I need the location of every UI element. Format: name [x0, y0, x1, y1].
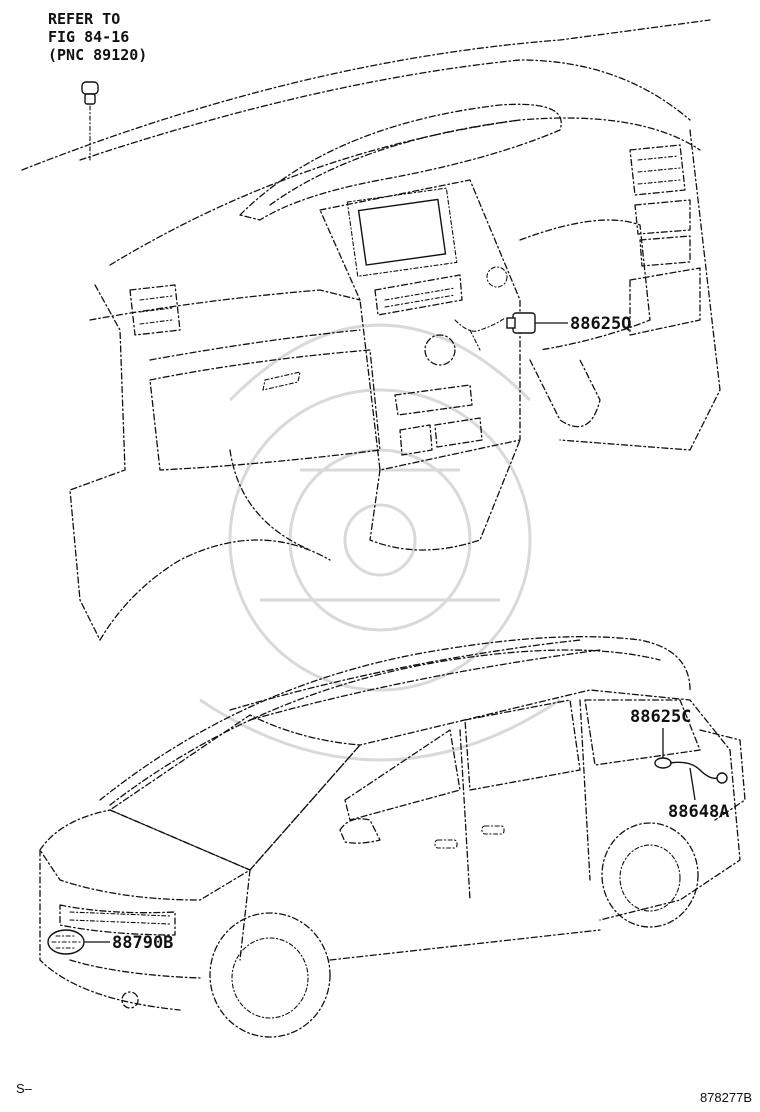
reference-note-line1: REFER TO [48, 10, 120, 28]
clip-part-89120 [81, 81, 99, 161]
vehicle-illustration [39, 636, 746, 1038]
part-88648A-symbol [669, 761, 728, 784]
dashboard-illustration [21, 19, 721, 641]
leader-lines [84, 322, 696, 943]
part-label-88648A: 88648A [668, 802, 729, 822]
reference-note-line3: (PNC 89120) [48, 46, 147, 64]
part-label-88625C: 88625C [630, 707, 691, 727]
part-label-88790B: 88790B [112, 933, 173, 953]
part-88625Q-symbol [506, 312, 536, 334]
reference-note: REFER TO FIG 84-16 (PNC 89120) [48, 10, 147, 64]
part-88625C-symbol [654, 757, 672, 769]
part-label-88625Q: 88625Q [570, 314, 631, 334]
figure-code: 878277B [700, 1090, 752, 1105]
part-88790B-symbol [47, 929, 85, 955]
reference-note-line2: FIG 84-16 [48, 28, 129, 46]
watermark-emblem [199, 323, 561, 762]
footer-left-mark: S– [16, 1081, 33, 1096]
